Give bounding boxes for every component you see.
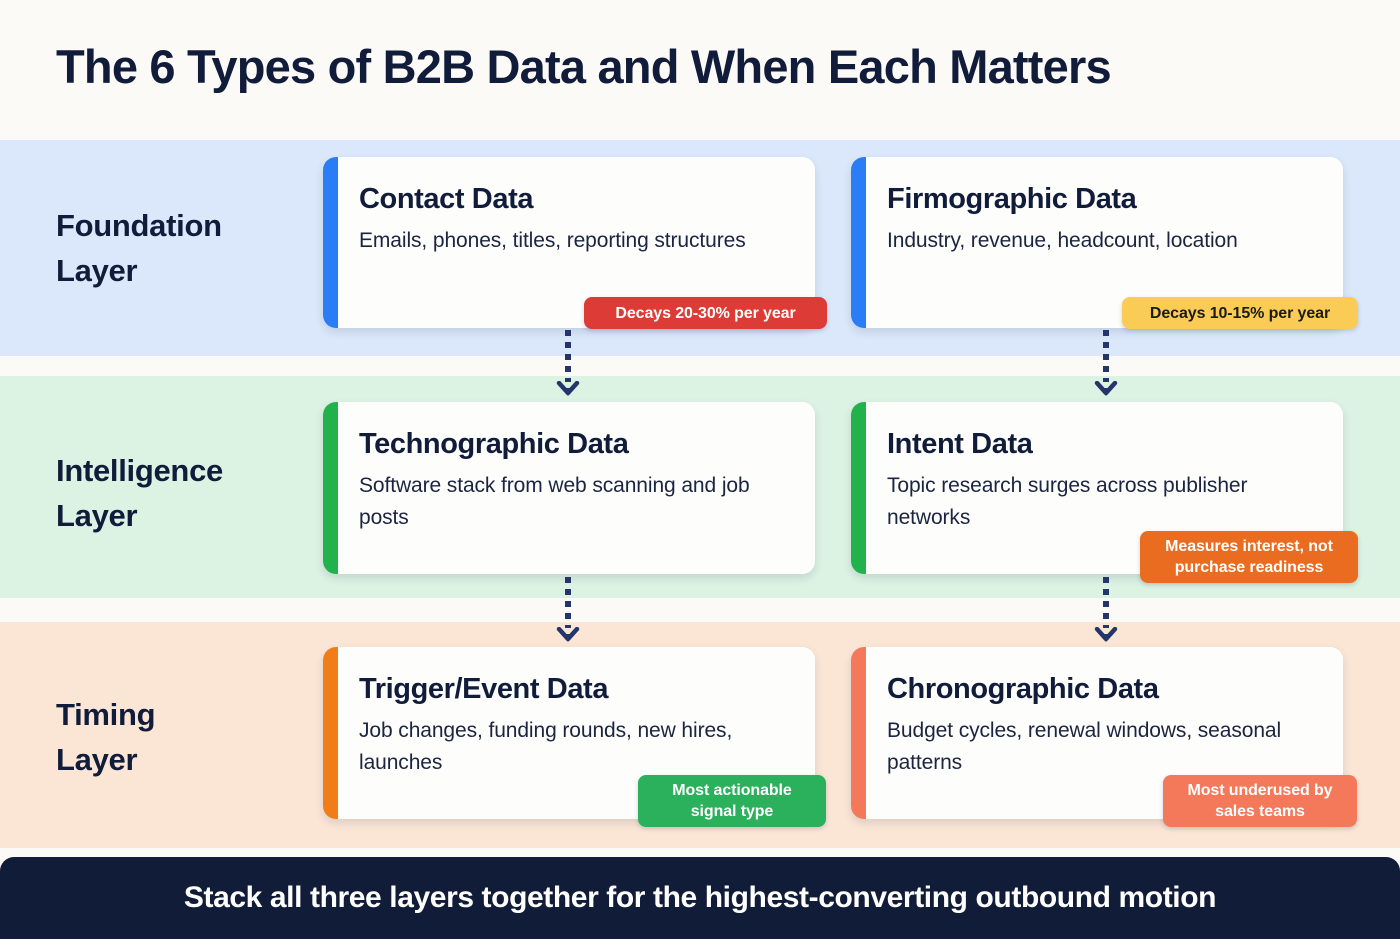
card-body: Trigger/Event Data Job changes, funding … [338,647,815,819]
badge-firmographic-decay: Decays 10-15% per year [1122,297,1358,329]
arrow-down-icon [1094,627,1118,642]
layer-label-timing: Timing Layer [56,692,306,782]
connector-intent-to-chronographic [1094,577,1118,645]
layer-label-intelligence-line2: Layer [56,498,138,533]
badge-intent-caveat: Measures interest, not purchase readines… [1140,531,1358,583]
layer-label-intelligence: Intelligence Layer [56,448,306,538]
footer-text: Stack all three layers together for the … [183,881,1217,914]
badge-contact-decay: Decays 20-30% per year [584,297,827,329]
layer-label-foundation-line1: Foundation [56,208,222,243]
card-accent-bar [851,157,866,328]
card-accent-bar [323,647,338,819]
card-description: Emails, phones, titles, reporting struct… [359,229,746,252]
card-title: Technographic Data [359,428,629,460]
arrow-down-icon [556,381,580,396]
layer-label-foundation-line2: Layer [56,253,138,288]
card-title: Trigger/Event Data [359,673,609,705]
dotted-line [565,577,571,628]
card-description: Job changes, funding rounds, new hires, … [359,719,733,774]
footer-banner: Stack all three layers together for the … [0,857,1400,939]
arrow-down-icon [556,627,580,642]
card-accent-bar [323,157,338,328]
card-accent-bar [851,402,866,574]
connector-technographic-to-trigger [556,577,580,645]
card-body: Technographic Data Software stack from w… [338,402,815,574]
card-description: Topic research surges across publisher n… [887,474,1248,529]
arrow-down-icon [1094,381,1118,396]
connector-firmographic-to-intent [1094,330,1118,399]
dotted-line [1103,577,1109,628]
page-title: The 6 Types of B2B Data and When Each Ma… [56,40,1112,93]
dotted-line [565,330,571,382]
card-description: Software stack from web scanning and job… [359,474,750,529]
card-accent-bar [323,402,338,574]
layer-label-timing-line1: Timing [56,697,156,732]
card-description: Industry, revenue, headcount, location [887,229,1238,252]
badge-chronographic-highlight: Most underused by sales teams [1163,775,1357,827]
connector-contact-to-technographic [556,330,580,399]
layer-label-timing-line2: Layer [56,742,138,777]
card-accent-bar [851,647,866,819]
card-title: Firmographic Data [887,183,1137,215]
card-title: Chronographic Data [887,673,1159,705]
badge-trigger-highlight: Most actionable signal type [638,775,826,827]
card-title: Contact Data [359,183,534,215]
dotted-line [1103,330,1109,382]
card-description: Budget cycles, renewal windows, seasonal… [887,719,1282,774]
layer-label-intelligence-line1: Intelligence [56,453,223,488]
card-technographic-data[interactable]: Technographic Data Software stack from w… [323,402,815,574]
layer-label-foundation: Foundation Layer [56,203,306,293]
card-title: Intent Data [887,428,1033,460]
